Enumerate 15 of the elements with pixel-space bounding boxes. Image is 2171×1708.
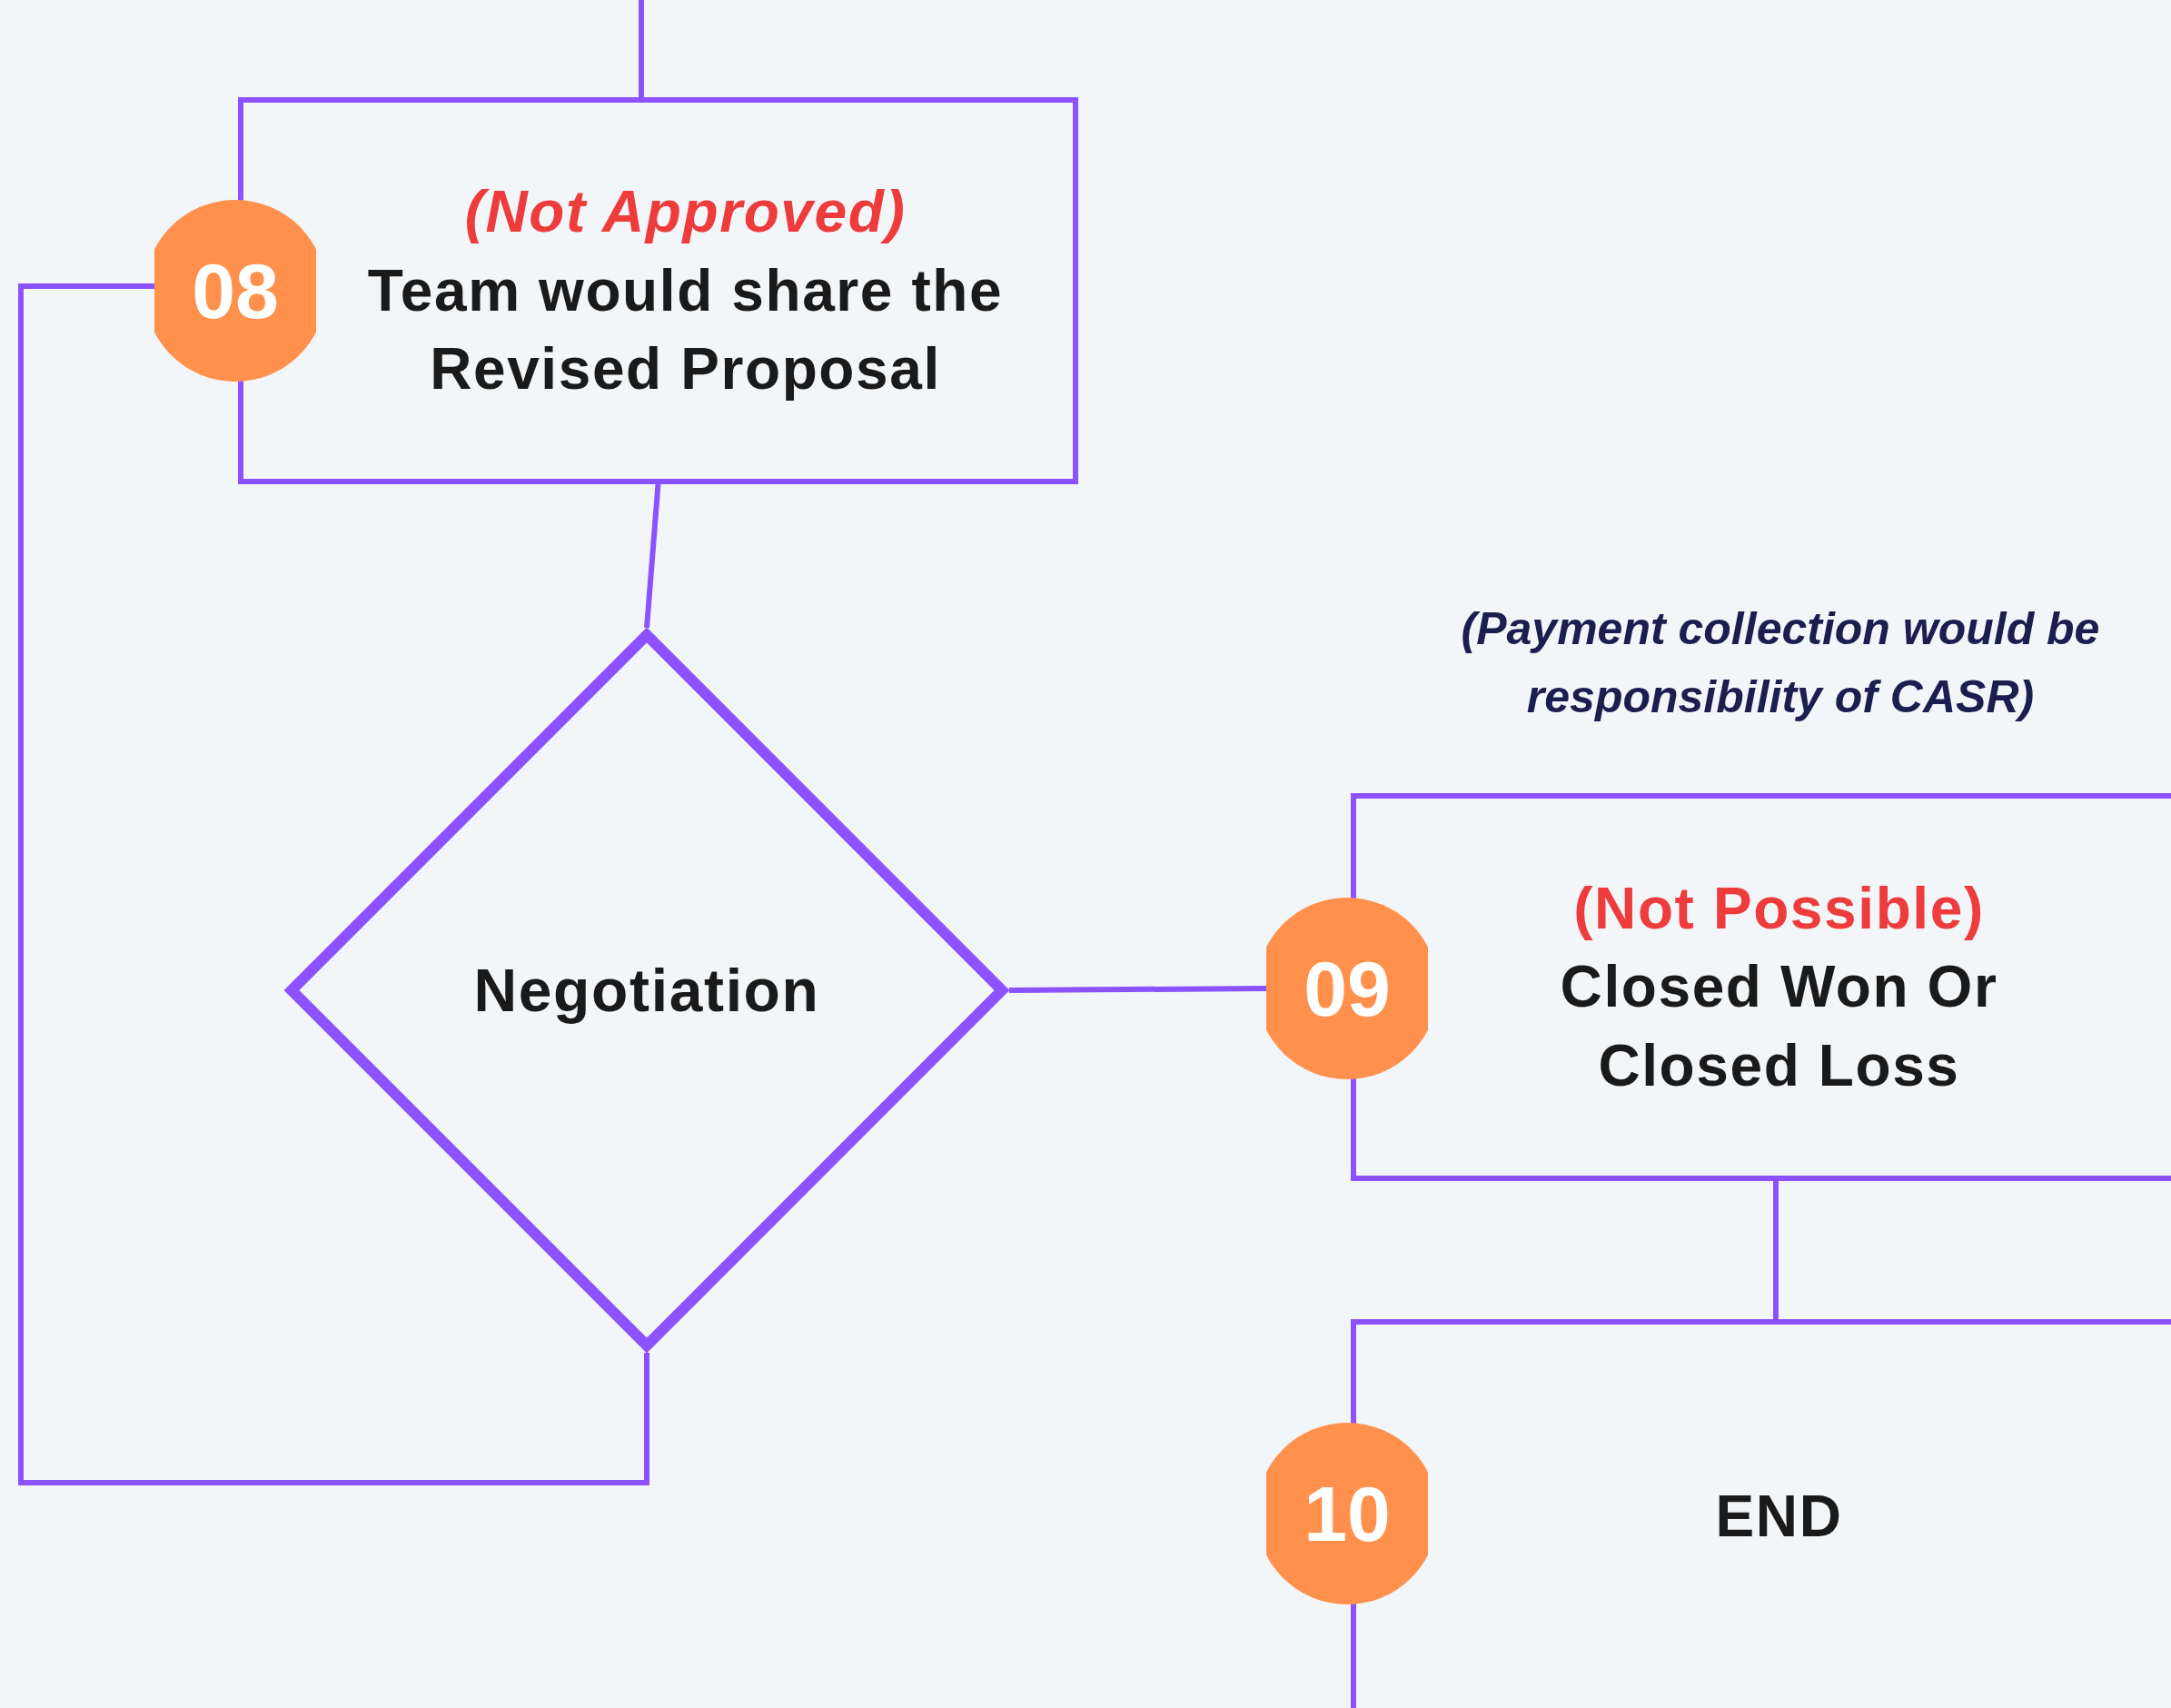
connector-line	[1008, 986, 1267, 993]
status-note: (Not Approved)	[464, 178, 907, 247]
connector-line	[1773, 1181, 1779, 1319]
step-text: END	[1715, 1482, 1843, 1551]
decision-label: Negotiation	[473, 955, 820, 1026]
step-text: Team would share the Revised Proposal	[366, 256, 1005, 404]
step-number-badge: 10	[1266, 1423, 1428, 1604]
connector-line	[644, 483, 661, 629]
connector-line	[18, 283, 649, 1485]
annotation-note: (Payment collection would be responsibility of CASR)	[1460, 602, 2101, 724]
step-number-badge: 08	[154, 200, 316, 382]
step-text: Closed Won Or Closed Loss	[1559, 953, 1999, 1100]
status-note: (Not Possible)	[1573, 874, 1985, 943]
connector-line	[639, 0, 644, 97]
step-number-badge: 09	[1266, 898, 1428, 1079]
